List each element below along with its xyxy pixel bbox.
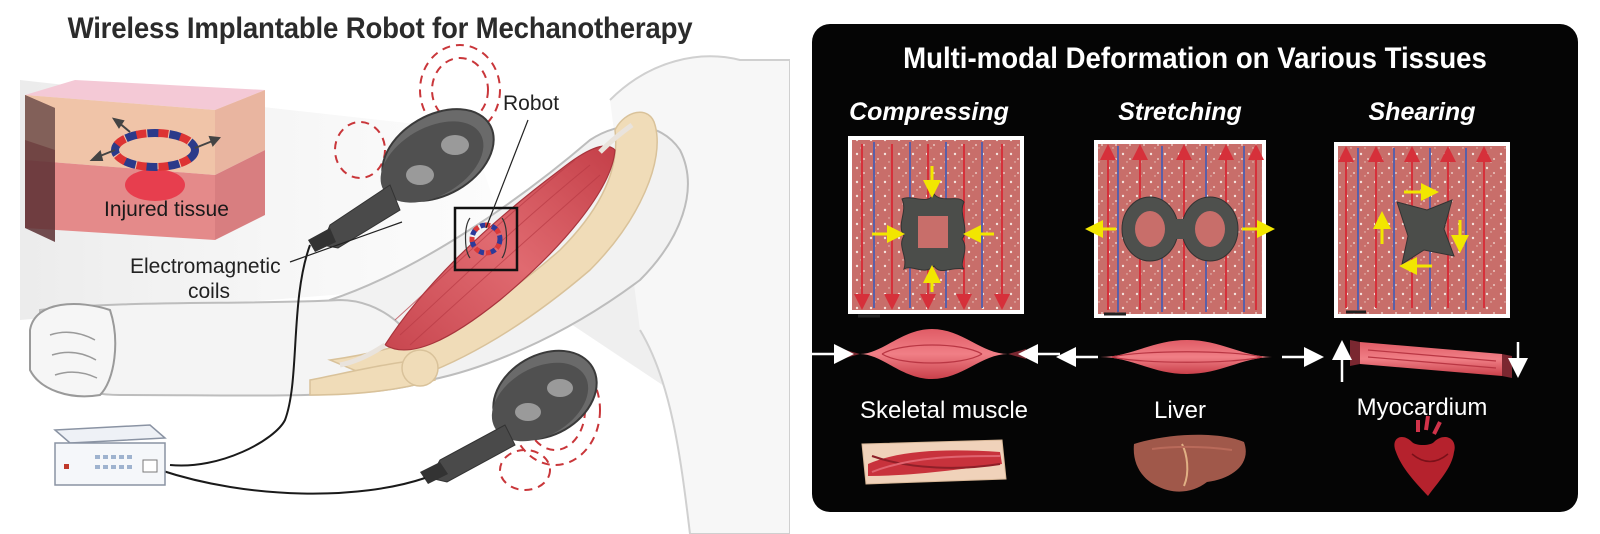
- robot-highlight-box: [453, 206, 519, 272]
- injured-tissue-inset: [25, 80, 265, 242]
- skeletal-muscle-icon: [861, 439, 1007, 485]
- stretched-muscle-icon: [1100, 340, 1274, 374]
- stretching-tissue-photo: [1085, 140, 1275, 318]
- tissue-label-myocardium: Myocardium: [1356, 394, 1488, 421]
- tissue-label-liver: Liver: [1153, 397, 1207, 424]
- upper-coil-icon: [308, 108, 495, 252]
- deformation-panel: Multi-modal Deformation on Various Tissu…: [812, 24, 1578, 512]
- arm-illustration: [20, 44, 790, 534]
- mode-title-compressing: Compressing: [849, 98, 1009, 126]
- coils-label-line2: coils: [188, 280, 231, 303]
- biceps-muscle: [384, 145, 616, 351]
- liver-icon: [1133, 434, 1246, 492]
- control-box-icon: [53, 424, 167, 486]
- robot-pointer-line: [485, 119, 529, 229]
- deformation-illustrations: [812, 136, 1528, 496]
- mode-title-shearing: Shearing: [1368, 98, 1476, 126]
- tissue-label-skeletal-muscle: Skeletal muscle: [859, 397, 1029, 424]
- coil-pointer-line: [289, 221, 403, 263]
- shearing-tissue-photo: [1334, 142, 1510, 318]
- lower-cable: [159, 469, 426, 495]
- sheared-muscle-icon: [1350, 340, 1512, 378]
- fist: [29, 303, 117, 398]
- elbow-joint: [401, 349, 439, 387]
- mode-title-stretching: Stretching: [1118, 98, 1242, 126]
- compressing-tissue-photo: [848, 136, 1024, 318]
- injured-tissue-label: Injured tissue: [104, 198, 229, 221]
- lower-coil-icon: [420, 349, 598, 484]
- heart-icon: [1394, 415, 1455, 496]
- coils-label-line1: Electromagnetic: [130, 255, 281, 278]
- robot-system-panel: Wireless Implantable Robot for Mechanoth…: [0, 0, 790, 534]
- left-panel-title: Wireless Implantable Robot for Mechanoth…: [67, 12, 693, 45]
- robot-label: Robot: [503, 92, 560, 115]
- compressed-muscle-icon: [842, 329, 1026, 379]
- right-panel-title: Multi-modal Deformation on Various Tissu…: [903, 42, 1487, 75]
- upper-cable: [169, 244, 311, 467]
